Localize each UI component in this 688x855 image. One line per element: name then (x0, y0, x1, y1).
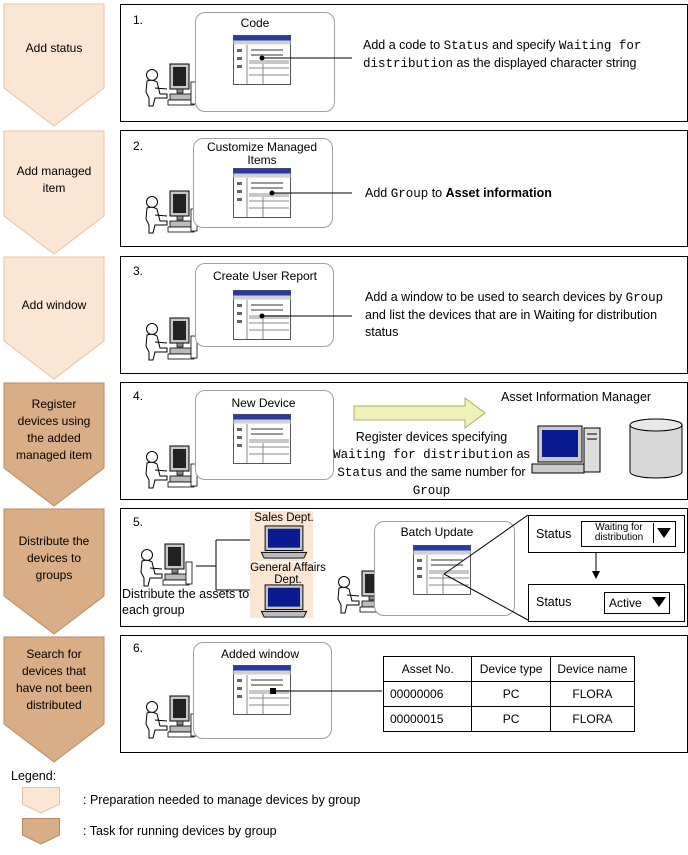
step-2-label: Add managed item (16, 164, 92, 195)
dropdown-button[interactable] (653, 523, 674, 543)
table-row: 00000006 PC FLORA (382, 681, 636, 707)
step-1-label: Add status (25, 41, 83, 55)
sales-dept-label: Sales Dept. (254, 512, 314, 524)
cell-asset-no: 00000006 (382, 681, 473, 707)
window-title: Create User Report (212, 269, 318, 283)
group-keyword: Group (625, 291, 664, 305)
group-keyword: Group (412, 484, 451, 498)
step-4-description: Register devices specifying Waiting for … (329, 429, 534, 500)
window-title: Customize Managed Items (206, 140, 318, 167)
general-affairs-label: General Affairs Dept. (250, 562, 326, 586)
desc-text: Add a code to (363, 38, 444, 52)
dropdown-button[interactable] (650, 594, 668, 610)
dropdown-value: Waiting for distribution (594, 522, 644, 543)
step-2-description: Add Group to Asset information (365, 185, 552, 203)
header-asset-no: Asset No. (382, 656, 473, 682)
server-label: Asset Information Manager (501, 390, 652, 404)
asset-table: Asset No. Device type Device name 000000… (382, 656, 636, 732)
legend-task-swatch (22, 818, 60, 845)
step-1-description: Add a code to Status and specify Waiting… (363, 37, 663, 73)
window-title: Added window (220, 647, 300, 661)
window-title: New Device (231, 396, 296, 410)
step-3-description: Add a window to be used to search device… (365, 289, 665, 341)
desc-text: Add a window to be used to search device… (365, 290, 626, 304)
waiting-keyword: Waiting for distribution (363, 39, 642, 71)
legend-prep-swatch (22, 787, 60, 814)
desc-text: Register devices specifying (355, 430, 508, 444)
legend-prep-text: : Preparation needed to manage devices b… (83, 793, 361, 807)
step-4-number: 4. (133, 389, 144, 403)
dropdown-value: Active (609, 596, 642, 610)
header-device-name: Device name (549, 656, 636, 682)
desc-text: to (428, 186, 446, 200)
status-dropdown-waiting[interactable]: Waiting for distribution (581, 521, 676, 547)
status-keyword: Status (443, 39, 489, 53)
chevron-down-icon (652, 597, 666, 607)
flow-arrows (3, 3, 105, 763)
step-3-label: Add window (21, 298, 87, 312)
step-5-number: 5. (133, 515, 144, 529)
desc-text: and the same number for (382, 465, 526, 479)
asset-info-keyword: Asset information (445, 186, 552, 200)
legend-task-text: : Task for running devices by group (83, 824, 277, 838)
step-5-label: Distribute the devices to groups (18, 534, 90, 582)
window-title: Batch Update (400, 525, 474, 539)
cell-device-type: PC (471, 706, 551, 732)
desc-text: and list the devices that are in Waiting… (365, 308, 658, 339)
chevron-down-icon (657, 528, 671, 538)
cell-device-name: FLORA (549, 706, 636, 732)
table-header-row: Asset No. Device type Device name (382, 656, 636, 682)
desc-text: and specify (488, 38, 559, 52)
step-6-number: 6. (133, 641, 144, 655)
status-dropdown-active[interactable]: Active (604, 592, 670, 614)
step-arrow-4 (3, 382, 105, 507)
step-1-number: 1. (133, 13, 144, 27)
step-4-label: Register devices using the added managed… (15, 397, 93, 462)
step-arrow-2 (3, 130, 105, 255)
step-arrow-3 (3, 256, 105, 380)
desc-text: Add (365, 186, 391, 200)
legend-title: Legend: (11, 769, 57, 783)
table-row: 00000015 PC FLORA (382, 706, 636, 732)
step-3-number: 3. (133, 264, 144, 278)
desc-text: as (513, 447, 530, 461)
step-arrow-6 (3, 636, 105, 763)
waiting-keyword: Waiting for distribution (333, 448, 514, 462)
status-keyword: Status (337, 466, 383, 480)
step-arrow-5 (3, 508, 105, 635)
cell-asset-no: 00000015 (382, 706, 473, 732)
header-device-type: Device type (471, 656, 551, 682)
step-6-label: Search for devices that have not been di… (15, 647, 93, 712)
server-icon (531, 418, 683, 479)
group-keyword: Group (390, 187, 429, 201)
step-arrow-1 (3, 3, 105, 127)
status-label: Status (536, 595, 572, 609)
cell-device-name: FLORA (549, 681, 636, 707)
desc-text: as the displayed character string (453, 56, 637, 70)
status-label: Status (536, 527, 572, 541)
window-title: Code (240, 16, 270, 30)
step-2-number: 2. (133, 139, 144, 153)
cell-device-type: PC (471, 681, 551, 707)
